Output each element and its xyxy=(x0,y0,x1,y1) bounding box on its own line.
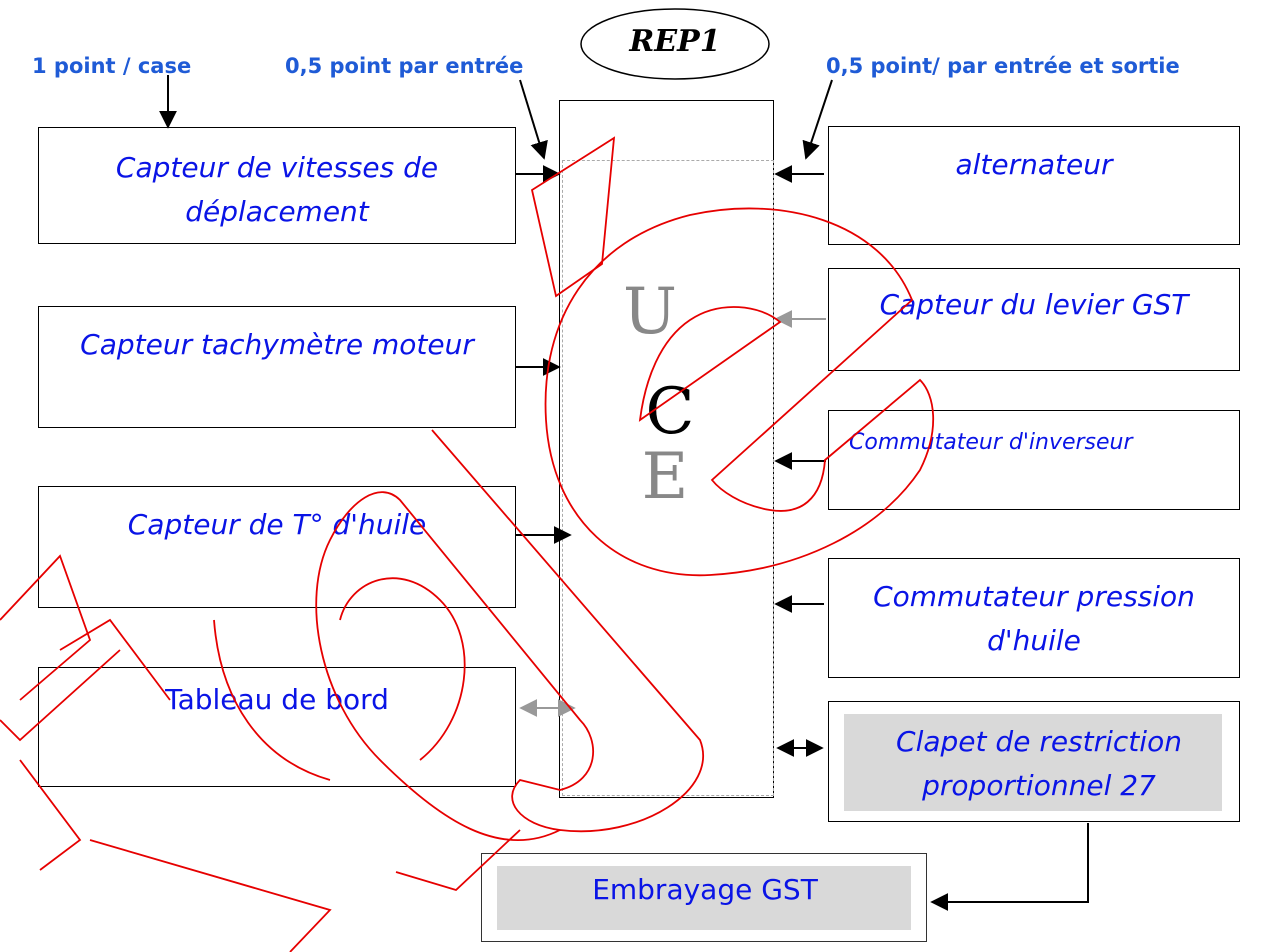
label-capteur-vitesses: Capteur de vitesses de déplacement xyxy=(116,151,438,228)
label-commutateur-inverseur: Commutateur d'inverseur xyxy=(849,430,1133,455)
note-left: 1 point / case xyxy=(32,54,191,78)
box-commutateur-inverseur: Commutateur d'inverseur xyxy=(828,410,1240,510)
box-embrayage-gst: Embrayage GST xyxy=(481,853,927,942)
label-alternateur: alternateur xyxy=(955,148,1112,181)
label-capteur-tachymetre: Capteur tachymètre moteur xyxy=(80,328,474,361)
box-commutateur-pression: Commutateur pression d'huile xyxy=(828,558,1240,678)
label-embrayage-gst: Embrayage GST xyxy=(482,868,928,912)
box-capteur-temperature: Capteur de T° d'huile xyxy=(38,486,516,608)
note-middle: 0,5 point par entrée xyxy=(285,54,523,78)
box-alternateur: alternateur xyxy=(828,126,1240,245)
label-capteur-levier: Capteur du levier GST xyxy=(880,288,1189,321)
label-clapet-restriction: Clapet de restriction proportionnel 27 xyxy=(879,720,1199,808)
box-capteur-vitesses: Capteur de vitesses de déplacement xyxy=(38,127,516,244)
ecu-letter-e: E xyxy=(635,440,695,514)
ecu-letter-c: C xyxy=(640,375,700,449)
diagram-title: REP1 xyxy=(585,24,765,59)
box-capteur-levier: Capteur du levier GST xyxy=(828,268,1240,371)
box-capteur-tachymetre: Capteur tachymètre moteur xyxy=(38,306,516,428)
label-tableau-de-bord: Tableau de bord xyxy=(165,683,389,716)
box-tableau-de-bord: Tableau de bord xyxy=(38,667,516,787)
note-right: 0,5 point/ par entrée et sortie xyxy=(826,54,1180,78)
ecu-letter-u: U xyxy=(620,275,680,349)
label-capteur-temperature: Capteur de T° d'huile xyxy=(128,508,427,541)
label-commutateur-pression: Commutateur pression d'huile xyxy=(873,580,1195,657)
box-clapet-restriction: Clapet de restriction proportionnel 27 xyxy=(828,701,1240,822)
